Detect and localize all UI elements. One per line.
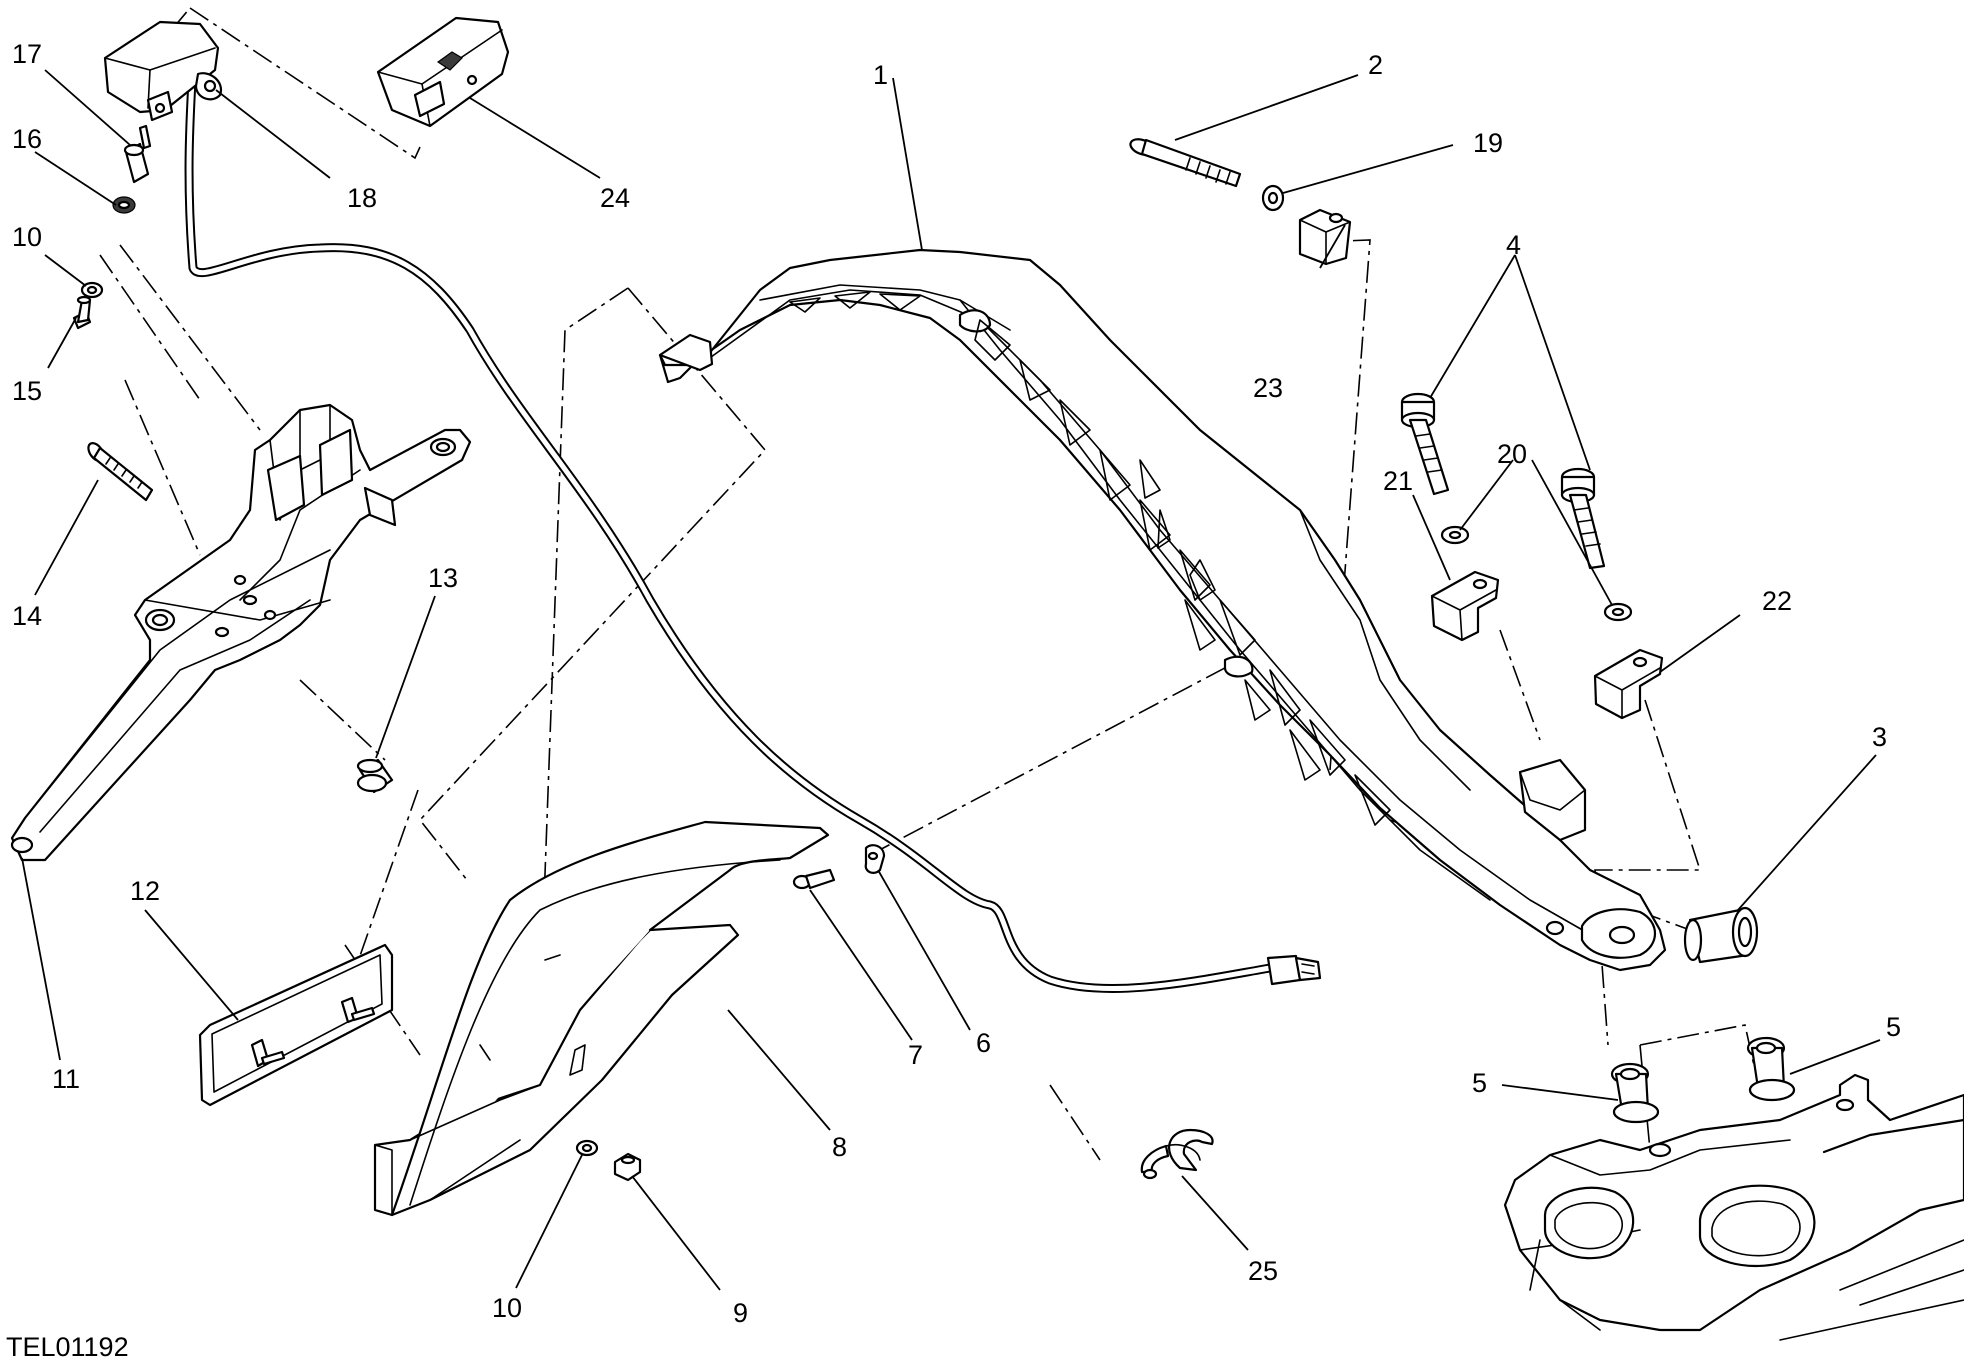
wiring-harness xyxy=(184,75,1322,993)
callout-18: 18 xyxy=(347,183,377,213)
washer-19 xyxy=(1261,184,1285,212)
bush-5-right xyxy=(1746,1036,1796,1102)
callout-5-left: 5 xyxy=(1472,1068,1487,1098)
nut-9 xyxy=(613,1152,642,1182)
leader-lines xyxy=(21,69,1881,1291)
callout-1: 1 xyxy=(873,60,888,90)
screw-7 xyxy=(792,868,836,890)
callout-9: 9 xyxy=(733,1298,748,1328)
cover-8 xyxy=(373,820,830,1217)
callout-8: 8 xyxy=(832,1132,847,1162)
diagram-code: TEL01192 xyxy=(6,1332,129,1362)
screw-15 xyxy=(72,295,92,330)
grommet-13 xyxy=(356,758,394,794)
callout-labels: 1 2 3 4 5 5 6 7 8 9 10 10 11 12 13 14 15… xyxy=(12,39,1901,1328)
bush-5-left xyxy=(1610,1062,1660,1124)
bracket-21 xyxy=(1430,570,1500,642)
callout-10-top: 10 xyxy=(12,222,42,252)
callout-24: 24 xyxy=(600,183,630,213)
callout-23: 23 xyxy=(1253,373,1283,403)
callout-6: 6 xyxy=(976,1028,991,1058)
plate-holder-11 xyxy=(10,403,472,862)
callout-20: 20 xyxy=(1497,439,1527,469)
callout-4: 4 xyxy=(1506,230,1521,260)
washer-20-left xyxy=(1440,525,1470,545)
spacer-16 xyxy=(123,124,152,184)
callout-15: 15 xyxy=(12,376,42,406)
callout-21: 21 xyxy=(1383,466,1413,496)
callout-14: 14 xyxy=(12,601,42,631)
callout-7: 7 xyxy=(908,1040,923,1070)
plate-light-unit xyxy=(103,20,223,122)
washer-10-bottom xyxy=(575,1139,599,1157)
bush-3 xyxy=(1683,906,1759,964)
callout-13: 13 xyxy=(428,563,458,593)
bolt-2 xyxy=(1129,138,1242,188)
callout-5-right: 5 xyxy=(1886,1012,1901,1042)
callout-22: 22 xyxy=(1762,586,1792,616)
swingarm-reference xyxy=(1503,1073,1964,1341)
callout-16: 16 xyxy=(12,124,42,154)
callout-10-bottom: 10 xyxy=(492,1293,522,1323)
clip-6 xyxy=(864,844,886,874)
washer-20-right xyxy=(1603,602,1633,622)
clip-nut-23 xyxy=(1298,208,1352,266)
frame-ribs xyxy=(789,291,1391,826)
callout-11: 11 xyxy=(52,1064,80,1094)
callout-25: 25 xyxy=(1248,1256,1278,1286)
callout-3: 3 xyxy=(1872,722,1887,752)
harness-connector xyxy=(1266,954,1322,986)
washer-10-top xyxy=(80,281,104,299)
lamp-housing-24 xyxy=(376,16,510,128)
clamp-25 xyxy=(1140,1128,1214,1180)
screw-4-left xyxy=(1400,392,1450,496)
mudguard-frame-1 xyxy=(658,248,1667,972)
reflector-12 xyxy=(198,943,394,1107)
callout-12: 12 xyxy=(130,876,160,906)
screw-14 xyxy=(87,442,154,502)
bracket-22 xyxy=(1593,648,1664,720)
callout-17: 17 xyxy=(12,39,42,69)
screw-4-right xyxy=(1560,467,1606,570)
callout-19: 19 xyxy=(1473,128,1503,158)
nut-16 xyxy=(112,196,136,214)
callout-2: 2 xyxy=(1368,50,1383,80)
